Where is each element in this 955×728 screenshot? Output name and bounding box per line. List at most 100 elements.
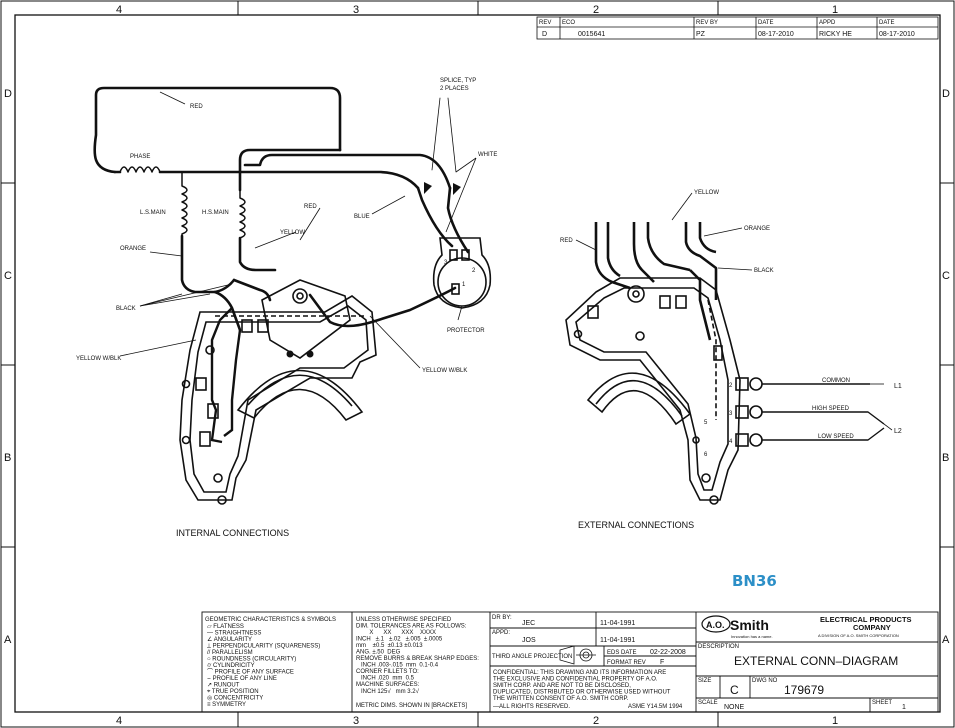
- date-header: DATE: [758, 20, 774, 26]
- appd-header: APPD: [819, 20, 836, 26]
- splice-marker-2: [453, 183, 461, 195]
- logo-smith: Smith: [730, 617, 769, 633]
- gdt-item: ⌭ CYLINDRICITY: [207, 663, 255, 669]
- tol-line: REMOVE BURRS & BREAK SHARP EDGES:: [356, 656, 479, 662]
- logo-tagline: Innovation has a name.: [731, 634, 773, 639]
- rev-by-header: REV BY: [696, 20, 718, 26]
- label-protector: PROTECTOR: [447, 328, 485, 334]
- ext-high-lead: [762, 411, 885, 425]
- tol-line: INCH ±.1 ±.02 ±.005 ±.0005: [356, 637, 443, 643]
- external-terminal-side: [713, 345, 723, 361]
- ext-term-3: 3: [729, 411, 733, 417]
- internal-leaders: [119, 91, 477, 369]
- row-label-a-right: A: [942, 634, 950, 646]
- internal-dot-2: [306, 350, 314, 358]
- scale-value: NONE: [724, 704, 745, 711]
- external-motor-plate: [565, 277, 763, 505]
- ext-common-terminal: [735, 377, 749, 391]
- label-yellow-mid: YELLOW: [280, 230, 305, 236]
- red-mid-wire: [238, 148, 342, 192]
- external-terminal-top-1: [587, 305, 599, 319]
- sheet-value: 1: [902, 704, 906, 711]
- internal-hole-2: [181, 379, 191, 389]
- label-low-speed: LOW SPEED: [818, 434, 854, 440]
- date2-header: DATE: [879, 20, 895, 26]
- label-yellow-wblk-right: YELLOW W/BLK: [422, 368, 467, 374]
- dr-by-label: DR BY:: [492, 615, 512, 621]
- format-rev-value: F: [660, 659, 664, 666]
- internal-terminal-4: [241, 319, 253, 333]
- description-label: DESCRIPTION: [698, 644, 739, 650]
- external-arc-outer: [586, 372, 692, 426]
- label-high-speed: HIGH SPEED: [812, 406, 850, 412]
- external-plate-outline: [565, 277, 741, 501]
- gdt-item: ⟂ PERPENDICULARITY (SQUARENESS): [207, 643, 320, 650]
- splice-leader-1: [431, 97, 457, 173]
- ls-main-coil: [181, 171, 188, 237]
- protector-terminal-c: [451, 283, 460, 295]
- label-ext-black: BLACK: [754, 268, 774, 274]
- internal-plate-inner: [189, 305, 369, 493]
- col-label-2-top: 2: [593, 4, 599, 16]
- internal-connections-diagram: 3 2 1 RED SPLICE, TYP 2 PLACES WHITE: [76, 78, 497, 538]
- col-label-1-top: 1: [832, 4, 838, 16]
- aosmith-logo: A.O. Smith Innovation has a name.: [701, 615, 773, 639]
- row-label-c-left: C: [4, 270, 12, 282]
- row-label-b-left: B: [4, 452, 11, 464]
- bn36-tag: BN36: [732, 572, 777, 590]
- col-label-3-bottom: 3: [353, 715, 359, 727]
- internal-plate-wires: [210, 307, 242, 444]
- yellow-wire: [238, 236, 277, 272]
- internal-hole-3: [181, 435, 191, 445]
- black-wire-2: [232, 278, 272, 302]
- label-splice-2: 2 PLACES: [440, 86, 469, 92]
- ext-term-5: 5: [704, 420, 708, 426]
- label-phase: PHASE: [130, 154, 150, 160]
- yellow-wblk-wire: [308, 286, 457, 328]
- gdt-item: ↗ RUNOUT: [207, 683, 240, 689]
- tol-line: X XX XXX XXXX: [356, 630, 436, 636]
- external-hole-3: [692, 436, 700, 444]
- plate-wire-left: [210, 307, 233, 444]
- internal-arc-outer: [236, 369, 364, 422]
- date2-value: 08-17-2010: [879, 31, 915, 38]
- row-label-d-right: D: [942, 88, 950, 100]
- eco-header: ECO: [562, 20, 575, 26]
- size-label: SIZE: [698, 678, 711, 684]
- label-red-mid: RED: [304, 204, 317, 210]
- internal-arc-inner: [247, 374, 353, 407]
- gdt-item: // PARALLELISM: [207, 650, 253, 656]
- label-orange: ORANGE: [120, 246, 146, 252]
- internal-terminal-5: [257, 319, 269, 333]
- ext-low-lug: [749, 433, 763, 447]
- eco-value: 0015641: [578, 31, 605, 38]
- label-ext-yellow: YELLOW: [694, 190, 719, 196]
- appd-date-value: 11-04-1991: [600, 637, 635, 644]
- external-dashed-lead: [707, 299, 717, 420]
- internal-terminal-3: [199, 431, 211, 447]
- internal-dot-1: [286, 350, 294, 358]
- ext-term-2: 2: [729, 383, 733, 389]
- rev-value: D: [542, 31, 547, 38]
- rev-by-value: PZ: [696, 31, 706, 38]
- ext-orange-wire-2: [698, 222, 717, 254]
- company-line-1: ELECTRICAL PRODUCTS: [820, 615, 912, 624]
- size-value: C: [730, 683, 739, 697]
- gdt-item: ⌖ TRUE POSITION: [207, 689, 259, 695]
- col-label-4-top: 4: [116, 4, 122, 16]
- label-splice-1: SPLICE, TYP: [440, 78, 476, 84]
- internal-switch-pivot: [292, 288, 308, 304]
- gdt-title: GEOMETRIC CHARACTERISTICS & SYMBOLS: [205, 617, 336, 623]
- company-subtitle: A DIVISION OF A.O. SMITH CORPORATION: [818, 633, 899, 638]
- ext-black-wire: [689, 269, 712, 341]
- dr-date-value: 11-04-1991: [600, 620, 635, 627]
- format-rev-label: FORMAT REV: [607, 660, 646, 666]
- rev-header: REV: [539, 20, 551, 26]
- internal-wires: [93, 86, 470, 332]
- gdt-item: ○ ROUNDNESS (CIRCULARITY): [207, 657, 296, 663]
- external-terminal-top-3: [675, 295, 687, 309]
- date-value: 08-17-2010: [758, 31, 794, 38]
- gdt-item: ◎ CONCENTRICITY: [207, 696, 263, 702]
- scale-label: SCALE: [698, 700, 718, 706]
